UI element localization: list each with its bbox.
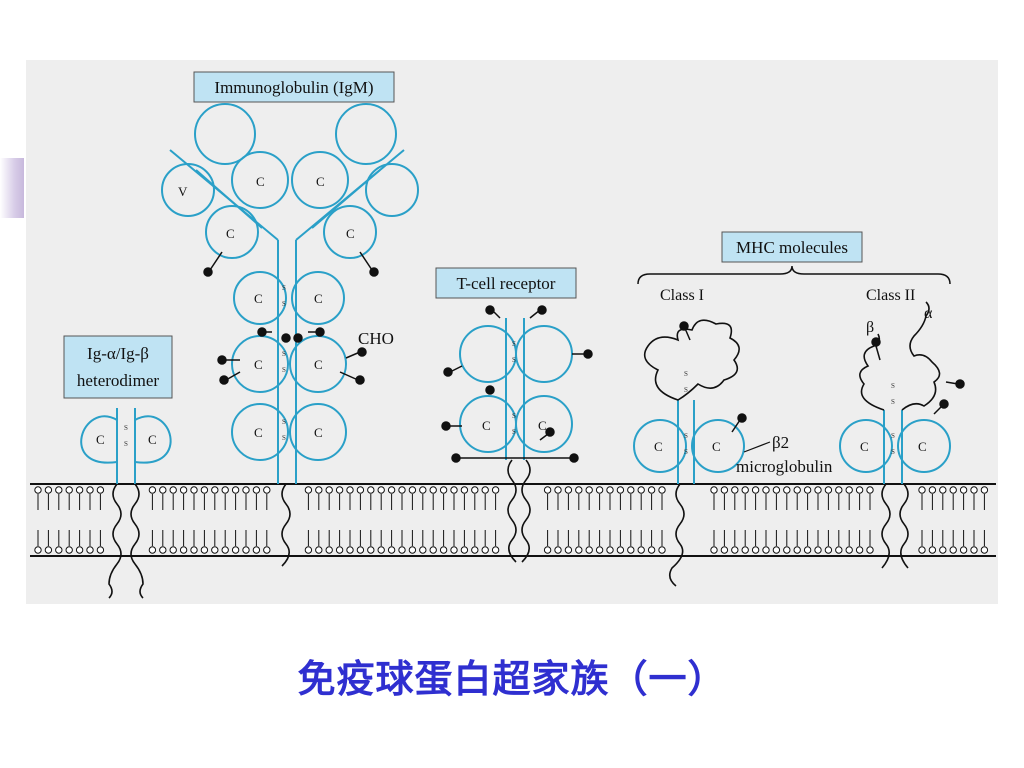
igm-domain-letter: C: [254, 291, 263, 306]
ig-alpha-beta-label-line2: heterodimer: [77, 371, 159, 390]
disulfide-s-mark: S: [891, 432, 895, 440]
class1-label: Class I: [660, 287, 704, 304]
disulfide-s-mark: S: [282, 300, 286, 308]
class1-domain-letter: C: [712, 439, 721, 454]
disulfide-s-mark: S: [512, 356, 516, 364]
igm-variable-domain-letter: V: [178, 184, 188, 199]
ig-alpha-c-domain: [80, 415, 118, 464]
disulfide-s-mark: S: [282, 350, 286, 358]
class2-beta-label: β: [866, 319, 874, 336]
ig-alpha-domain-letter: C: [96, 432, 105, 447]
igm-label: Immunoglobulin (IgM): [214, 78, 373, 97]
igm-domain-letter: C: [254, 425, 263, 440]
ig-alpha-beta-label-box: [63, 335, 173, 399]
ig-alpha-beta-heterodimer: Ig-α/Ig-β heterodimer C C: [63, 335, 173, 599]
class2-beta-chain: [859, 333, 885, 411]
ig-alpha-beta-label-line1: Ig-α/Ig-β: [87, 344, 149, 363]
igm-domain-letter: C: [346, 226, 355, 241]
disulfide-s-mark: S: [891, 398, 895, 406]
t-cell-receptor: T-cell receptor C C: [435, 267, 593, 563]
tcr-label: T-cell receptor: [457, 274, 556, 293]
igm-domain-letter: C: [314, 425, 323, 440]
mhc-bracket: [637, 265, 951, 285]
disulfide-s-mark: S: [684, 370, 688, 378]
disulfide-s-mark: S: [684, 386, 688, 394]
disulfide-s-mark: S: [684, 432, 688, 440]
disulfide-s-mark: S: [512, 428, 516, 436]
class2-alpha-chain: [901, 301, 941, 411]
class1-domain-letter: C: [654, 439, 663, 454]
slide-caption: 免疫球蛋白超家族（一）: [297, 657, 727, 701]
ig-beta-c-domain: [134, 415, 172, 464]
class2-domain-letter: C: [918, 439, 927, 454]
carbohydrate-label: CHO: [358, 329, 394, 348]
mhc-molecules: MHC molecules Class I C C β2 microglobul…: [633, 231, 965, 587]
igm-domain-letter: C: [226, 226, 235, 241]
disulfide-s-mark: S: [124, 440, 128, 448]
mhc-label: MHC molecules: [736, 238, 848, 257]
igm-domain-letter: C: [254, 357, 263, 372]
disulfide-s-mark: S: [512, 412, 516, 420]
b2-label-line2: microglobulin: [736, 457, 833, 476]
igm-domain-letter: C: [314, 291, 323, 306]
tcr-label-box: [435, 267, 577, 299]
igm-domain-letter: C: [316, 174, 325, 189]
slide-accent-bar: [0, 158, 24, 218]
b2-label-line1: β2: [772, 433, 789, 452]
ig-beta-domain-letter: C: [148, 432, 157, 447]
disulfide-s-mark: S: [512, 340, 516, 348]
mhc-label-box: [721, 231, 863, 263]
cell-membrane: [30, 483, 996, 557]
disulfide-s-mark: S: [282, 366, 286, 374]
igm-label-box: [193, 71, 395, 103]
class2-domain-letter: C: [860, 439, 869, 454]
disulfide-s-mark: S: [124, 424, 128, 432]
tcr-domain-letter: C: [538, 418, 547, 433]
disulfide-s-mark: S: [282, 284, 286, 292]
tcr-domain-letter: C: [482, 418, 491, 433]
igm-molecule: Immunoglobulin (IgM) C: [161, 71, 419, 567]
class2-label: Class II: [866, 287, 915, 304]
disulfide-s-mark: S: [684, 448, 688, 456]
disulfide-s-mark: S: [282, 418, 286, 426]
disulfide-s-mark: S: [891, 382, 895, 390]
igm-domain-letter: C: [256, 174, 265, 189]
disulfide-s-mark: S: [282, 434, 286, 442]
disulfide-s-mark: S: [891, 448, 895, 456]
figure-panel: [26, 60, 998, 604]
class1-alpha-chain: [643, 319, 740, 401]
igm-domain-letter: C: [314, 357, 323, 372]
